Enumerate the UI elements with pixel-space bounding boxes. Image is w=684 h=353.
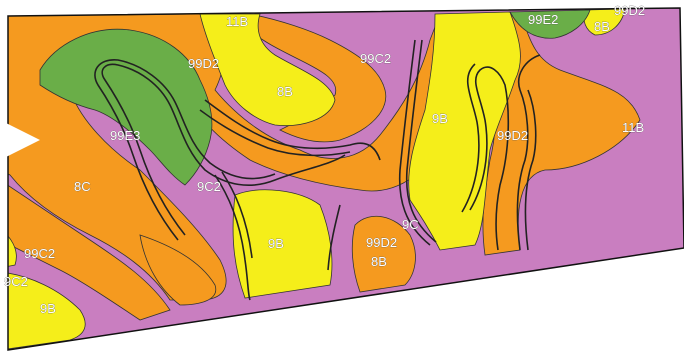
label-8B-center: 8B <box>277 84 293 99</box>
zone-yellow-9B-center <box>408 11 521 251</box>
label-99D2-topright: 99D2 <box>614 3 645 18</box>
zone-orange-topleft <box>8 13 471 301</box>
label-8B-topright: 8B <box>594 19 610 34</box>
label-99E2: 99E2 <box>528 12 558 27</box>
road-left-loop <box>101 63 346 236</box>
label-99C2-left: 99C2 <box>24 246 55 261</box>
label-99D2-right: 99D2 <box>497 128 528 143</box>
map-boundary <box>7 7 684 351</box>
road-far-right-b <box>524 89 537 251</box>
road-vertical-mid <box>398 39 431 246</box>
label-8B-bottom: 8B <box>371 254 387 269</box>
road-lower-b <box>221 171 253 259</box>
roads <box>94 39 541 301</box>
zone-green-99E2 <box>509 9 591 39</box>
road-bottom-center <box>327 204 341 271</box>
road-lower <box>214 174 251 301</box>
zone-orange-bottomleft <box>8 179 171 321</box>
label-11B-right: 11B <box>622 120 644 135</box>
road-center-b <box>199 109 351 157</box>
zone-orange-topcenter <box>249 13 387 143</box>
road-left-loop-b <box>94 59 276 241</box>
zone-orange-bottomcenter <box>351 216 416 293</box>
road-right-curve <box>469 66 510 251</box>
zone-yellow-8B <box>199 13 336 126</box>
road-vertical-mid-b <box>405 39 437 243</box>
label-99D2-left: 99D2 <box>188 56 219 71</box>
map-notch <box>0 120 40 160</box>
zone-labels: 11B 99D2 99E2 8B 99D2 99C2 8B 9B 99D2 11… <box>4 3 646 317</box>
label-11B-top: 11B <box>226 14 248 29</box>
road-center <box>204 99 381 161</box>
label-9C2: 9C2 <box>197 179 221 194</box>
road-far-right <box>516 54 541 251</box>
road-right-curve-b <box>461 63 480 213</box>
label-9C: 9C <box>402 217 419 232</box>
label-9B-bottomleft: 9B <box>40 301 56 316</box>
zone-yellow-9B-bottomleft <box>8 271 86 350</box>
label-9B-mid: 9B <box>268 236 284 251</box>
label-99D2-bottom: 99D2 <box>366 235 397 250</box>
label-8C: 8C <box>74 179 91 194</box>
label-99E3: 99E3 <box>110 128 140 143</box>
label-9C2-left: 9C2 <box>4 274 28 289</box>
zone-yellow-9B-mid <box>232 189 333 299</box>
zone-orange-lowerleft <box>139 234 217 306</box>
label-99C2-top: 99C2 <box>360 51 391 66</box>
label-9B-center: 9B <box>432 111 448 126</box>
